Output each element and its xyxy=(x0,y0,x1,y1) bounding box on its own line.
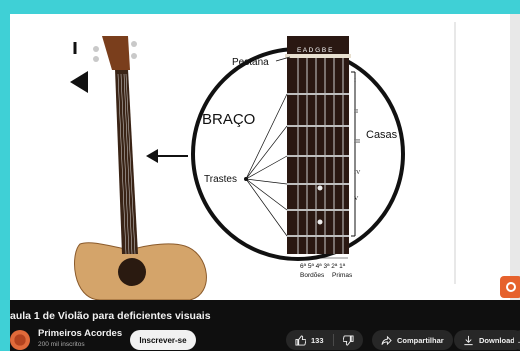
label-primas: Primas xyxy=(332,272,353,279)
channel-subscribers: 200 mil inscritos xyxy=(38,341,85,348)
guitar-diagram: Pestana E A D G B E BRAÇO Casas Trastes … xyxy=(70,22,456,300)
like-dislike-group: 133 xyxy=(286,330,363,350)
label-pestana: Pestana xyxy=(232,57,269,68)
label-string-numbers: 6ª 5ª 4ª 3ª 2ª 1ª xyxy=(300,263,346,270)
label-braco: BRAÇO xyxy=(202,111,255,128)
fret-numeral-5: V xyxy=(354,196,359,202)
share-icon xyxy=(381,335,392,345)
side-strip xyxy=(510,14,520,300)
like-count: 133 xyxy=(311,335,324,345)
more-icon: ... xyxy=(518,335,520,345)
download-button[interactable]: Download xyxy=(454,330,520,350)
subscribe-button[interactable]: Inscrever-se xyxy=(130,330,196,350)
share-button[interactable]: Compartilhar xyxy=(372,330,453,350)
channel-avatar[interactable] xyxy=(10,330,30,350)
like-divider xyxy=(332,334,334,346)
fret-numeral-1: I xyxy=(354,78,356,84)
download-label: Download xyxy=(479,335,515,345)
label-trastes: Trastes xyxy=(204,174,237,185)
more-actions-button[interactable]: ... xyxy=(514,330,520,350)
video-title: aula 1 de Violão para deficientes visuai… xyxy=(10,310,211,322)
channel-watermark-icon[interactable] xyxy=(500,276,520,298)
channel-name[interactable]: Primeiros Acordes xyxy=(38,328,123,339)
video-frame[interactable]: Pestana E A D G B E BRAÇO Casas Trastes … xyxy=(10,14,520,300)
like-icon xyxy=(295,334,306,346)
like-button[interactable]: 133 xyxy=(295,334,324,346)
download-icon xyxy=(464,335,473,345)
youtube-player-page: Pestana E A D G B E BRAÇO Casas Trastes … xyxy=(10,14,520,351)
fret-numeral-2: II xyxy=(354,109,358,115)
label-casas: Casas xyxy=(366,129,398,141)
video-info: aula 1 de Violão para deficientes visuai… xyxy=(10,300,520,351)
dislike-icon xyxy=(342,334,354,346)
channel-row: Primeiros Acordes 200 mil inscritos Insc… xyxy=(10,328,520,350)
label-bordoes: Bordões xyxy=(300,272,325,279)
label-strings-top: E A D G B E xyxy=(297,47,333,54)
fret-numeral-4: IV xyxy=(354,170,361,176)
dislike-button[interactable] xyxy=(342,334,354,346)
fret-numeral-3: III xyxy=(354,139,360,145)
share-label: Compartilhar xyxy=(397,335,444,345)
